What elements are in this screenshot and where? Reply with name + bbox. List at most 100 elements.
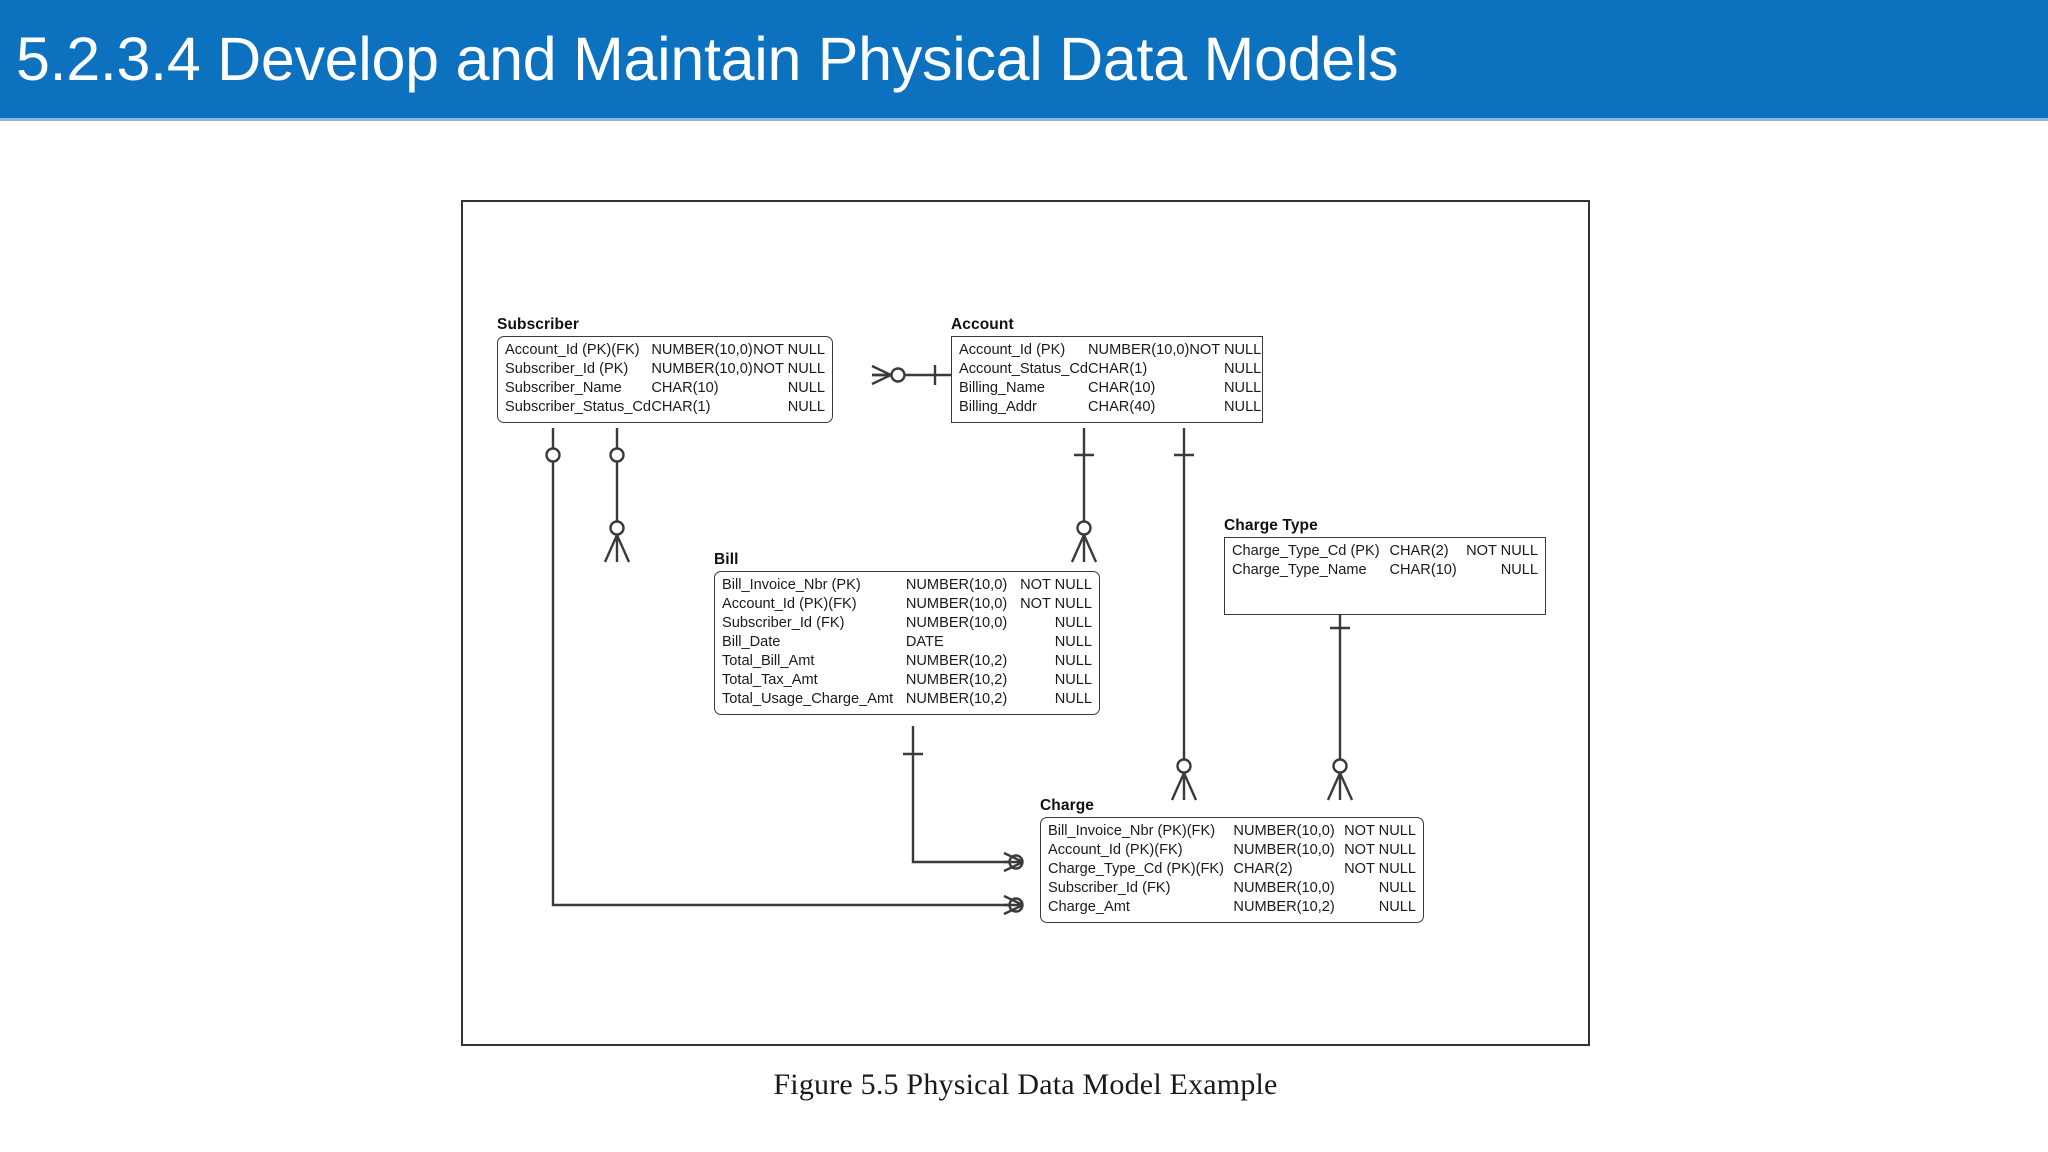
attribute-nullability: NULL: [1223, 361, 1262, 377]
attribute-name: Subscriber_Id (FK): [1048, 880, 1171, 896]
attribute-type: NUMBER(10,2): [905, 691, 1008, 707]
attribute-row: Account_Status_Cd CHAR(1) NULL: [959, 360, 1261, 379]
attribute-type: NUMBER(10,2): [905, 672, 1008, 688]
attribute-nullability: NOT NULL: [1020, 577, 1092, 593]
attribute-nullability: NULL: [787, 380, 825, 396]
attribute-type: NUMBER(10,0): [1088, 342, 1190, 358]
entity-charge[interactable]: Charge Bill_Invoice_Nbr (PK)(FK) NUMBER(…: [1040, 797, 1424, 923]
attribute-nullability: NULL: [1054, 672, 1092, 688]
attribute-type: NUMBER(10,0): [905, 596, 1008, 612]
entity-subscriber[interactable]: Subscriber Account_Id (PK)(FK) NUMBER(10…: [497, 316, 833, 423]
attribute-nullability: NOT NULL: [1344, 861, 1416, 877]
attribute-type: CHAR(10): [651, 380, 719, 396]
attribute-name: Account_Status_Cd: [959, 361, 1088, 377]
attribute-type: NUMBER(10,0): [1233, 842, 1335, 858]
attribute-name: Total_Tax_Amt: [722, 672, 818, 688]
attribute-row: Account_Id (PK)(FK) NUMBER(10,0) NOT NUL…: [1048, 841, 1416, 860]
attribute-nullability: NULL: [1378, 899, 1416, 915]
attribute-nullability: NULL: [1378, 880, 1416, 896]
attribute-row: Charge_Amt NUMBER(10,2) NULL: [1048, 898, 1416, 917]
attribute-nullability: NOT NULL: [753, 361, 825, 377]
attribute-name: Subscriber_Id (PK): [505, 361, 629, 377]
attribute-table-charge-type: Charge_Type_Cd (PK) CHAR(2) NOT NULL Cha…: [1232, 542, 1538, 580]
attribute-name: Subscriber_Id (FK): [722, 615, 845, 631]
entity-box-charge-type: Charge_Type_Cd (PK) CHAR(2) NOT NULL Cha…: [1224, 537, 1546, 615]
page-title: 5.2.3.4 Develop and Maintain Physical Da…: [16, 25, 1399, 93]
attribute-row: Subscriber_Id (PK) NUMBER(10,0) NOT NULL: [505, 360, 825, 379]
entity-title-subscriber: Subscriber: [497, 316, 579, 333]
attribute-type: DATE: [905, 634, 944, 650]
attribute-name: Billing_Name: [959, 380, 1045, 396]
attribute-row: Subscriber_Status_Cd CHAR(1) NULL: [505, 398, 825, 417]
attribute-type: CHAR(10): [1088, 380, 1156, 396]
attribute-type: NUMBER(10,0): [905, 577, 1008, 593]
attribute-row: Bill_Invoice_Nbr (PK)(FK) NUMBER(10,0) N…: [1048, 822, 1416, 841]
attribute-nullability: NULL: [1223, 380, 1262, 396]
attribute-name: Billing_Addr: [959, 399, 1037, 415]
attribute-type: CHAR(1): [651, 399, 711, 415]
attribute-row: Account_Id (PK)(FK) NUMBER(10,0) NOT NUL…: [505, 341, 825, 360]
attribute-row: Billing_Name CHAR(10) NULL: [959, 379, 1261, 398]
attribute-type: NUMBER(10,0): [905, 615, 1008, 631]
attribute-name: Bill_Date: [722, 634, 781, 650]
attribute-type: NUMBER(10,0): [1233, 880, 1335, 896]
attribute-name: Bill_Invoice_Nbr (PK)(FK): [1048, 823, 1216, 839]
entity-box-charge: Bill_Invoice_Nbr (PK)(FK) NUMBER(10,0) N…: [1040, 817, 1424, 923]
attribute-row: Bill_Date DATE NULL: [722, 633, 1092, 652]
attribute-row: Subscriber_Id (FK) NUMBER(10,0) NULL: [722, 614, 1092, 633]
entity-box-subscriber: Account_Id (PK)(FK) NUMBER(10,0) NOT NUL…: [497, 336, 833, 423]
attribute-type: CHAR(2): [1233, 861, 1293, 877]
entity-charge-type[interactable]: Charge Type Charge_Type_Cd (PK) CHAR(2) …: [1224, 517, 1546, 615]
attribute-nullability: NOT NULL: [753, 342, 825, 358]
attribute-nullability: NOT NULL: [1189, 342, 1262, 358]
entity-bill[interactable]: Bill Bill_Invoice_Nbr (PK) NUMBER(10,0) …: [714, 551, 1100, 715]
attribute-nullability: NULL: [1054, 691, 1092, 707]
attribute-nullability: NOT NULL: [1344, 842, 1416, 858]
attribute-row: Account_Id (PK) NUMBER(10,0) NOT NULL: [959, 341, 1261, 360]
attribute-name: Bill_Invoice_Nbr (PK): [722, 577, 861, 593]
attribute-table-charge: Bill_Invoice_Nbr (PK)(FK) NUMBER(10,0) N…: [1048, 822, 1416, 917]
attribute-name: Charge_Type_Name: [1232, 562, 1367, 578]
attribute-row: Subscriber_Id (FK) NUMBER(10,0) NULL: [1048, 879, 1416, 898]
entity-account[interactable]: Account Account_Id (PK) NUMBER(10,0) NOT…: [951, 316, 1263, 423]
entity-title-charge: Charge: [1040, 797, 1095, 814]
attribute-nullability: NULL: [787, 399, 825, 415]
attribute-row: Charge_Type_Name CHAR(10) NULL: [1232, 561, 1538, 580]
attribute-nullability: NOT NULL: [1020, 596, 1092, 612]
attribute-type: CHAR(1): [1088, 361, 1148, 377]
slide-header-bar: [0, 0, 2048, 118]
entity-title-account: Account: [951, 316, 1014, 333]
attribute-nullability: NULL: [1223, 399, 1262, 415]
attribute-row: Charge_Type_Cd (PK) CHAR(2) NOT NULL: [1232, 542, 1538, 561]
attribute-type: NUMBER(10,2): [905, 653, 1008, 669]
attribute-name: Charge_Amt: [1048, 899, 1130, 915]
attribute-table-account: Account_Id (PK) NUMBER(10,0) NOT NULL Ac…: [959, 341, 1261, 417]
attribute-type: NUMBER(10,2): [1233, 899, 1335, 915]
entity-title-bill: Bill: [714, 551, 739, 568]
attribute-nullability: NOT NULL: [1466, 543, 1538, 559]
attribute-type: NUMBER(10,0): [1233, 823, 1335, 839]
entity-title-charge-type: Charge Type: [1224, 517, 1318, 534]
attribute-name: Subscriber_Name: [505, 380, 622, 396]
attribute-name: Account_Id (PK)(FK): [1048, 842, 1183, 858]
attribute-row: Billing_Addr CHAR(40) NULL: [959, 398, 1261, 417]
attribute-table-bill: Bill_Invoice_Nbr (PK) NUMBER(10,0) NOT N…: [722, 576, 1092, 709]
attribute-row: Charge_Type_Cd (PK)(FK) CHAR(2) NOT NULL: [1048, 860, 1416, 879]
attribute-name: Account_Id (PK)(FK): [722, 596, 857, 612]
attribute-name: Account_Id (PK): [959, 342, 1066, 358]
attribute-row: Account_Id (PK)(FK) NUMBER(10,0) NOT NUL…: [722, 595, 1092, 614]
attribute-row: Bill_Invoice_Nbr (PK) NUMBER(10,0) NOT N…: [722, 576, 1092, 595]
attribute-nullability: NULL: [1054, 615, 1092, 631]
attribute-nullability: NOT NULL: [1344, 823, 1416, 839]
attribute-name: Total_Usage_Charge_Amt: [722, 691, 894, 707]
figure-caption: Figure 5.5 Physical Data Model Example: [773, 1068, 1278, 1101]
entity-box-bill: Bill_Invoice_Nbr (PK) NUMBER(10,0) NOT N…: [714, 571, 1100, 715]
entity-box-account: Account_Id (PK) NUMBER(10,0) NOT NULL Ac…: [951, 336, 1263, 423]
attribute-row: Subscriber_Name CHAR(10) NULL: [505, 379, 825, 398]
header-underline: [0, 118, 2048, 121]
attribute-table-subscriber: Account_Id (PK)(FK) NUMBER(10,0) NOT NUL…: [505, 341, 825, 417]
attribute-type: CHAR(2): [1389, 543, 1449, 559]
attribute-name: Total_Bill_Amt: [722, 653, 815, 669]
attribute-nullability: NULL: [1054, 634, 1092, 650]
attribute-nullability: NULL: [1054, 653, 1092, 669]
